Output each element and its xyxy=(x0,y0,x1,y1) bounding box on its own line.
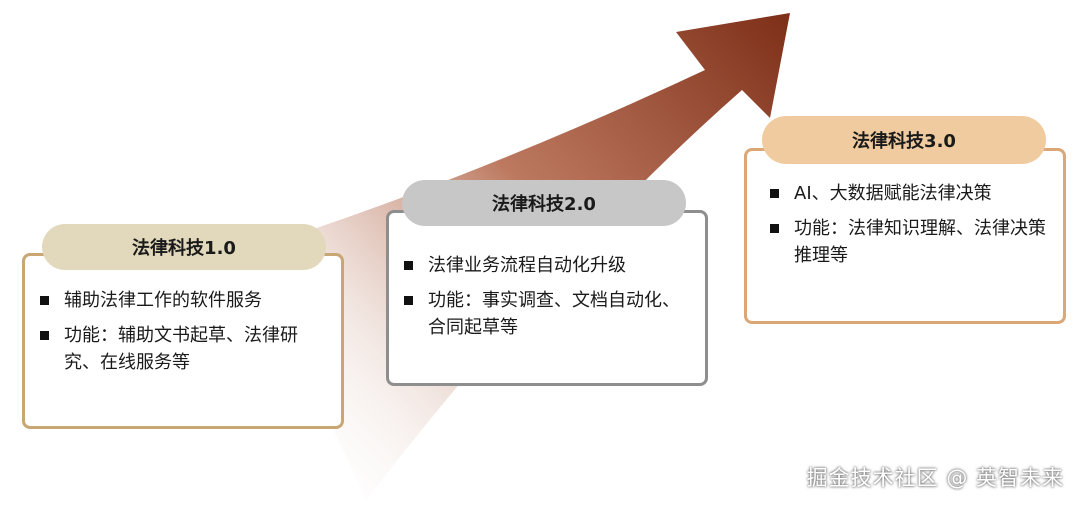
list-item-text: AI、大数据赋能法律决策 xyxy=(794,183,992,204)
list-item: 辅助法律工作的软件服务 xyxy=(40,287,330,314)
stage-2-title: 法律科技2.0 xyxy=(402,180,686,226)
list-item: AI、大数据赋能法律决策 xyxy=(770,180,1060,207)
bullet-icon xyxy=(770,224,779,233)
list-item-text: 功能：辅助文书起草、法律研究、在线服务等 xyxy=(64,325,298,373)
stage-1-title: 法律科技1.0 xyxy=(42,224,326,270)
stage-1-list: 辅助法律工作的软件服务 功能：辅助文书起草、法律研究、在线服务等 xyxy=(40,287,330,384)
list-item-text: 功能：法律知识理解、法律决策推理等 xyxy=(794,218,1046,266)
list-item: 法律业务流程自动化升级 xyxy=(404,252,694,279)
bullet-icon xyxy=(404,261,413,270)
bullet-icon xyxy=(770,189,779,198)
list-item: 功能：事实调查、文档自动化、合同起草等 xyxy=(404,287,694,341)
bullet-icon xyxy=(40,296,49,305)
watermark: 掘金技术社区 @ 英智未来 xyxy=(806,466,1064,490)
stage-1-box xyxy=(22,253,344,429)
stage-3-title: 法律科技3.0 xyxy=(762,116,1046,164)
stage-3-list: AI、大数据赋能法律决策 功能：法律知识理解、法律决策推理等 xyxy=(770,180,1060,277)
list-item-text: 辅助法律工作的软件服务 xyxy=(64,290,262,311)
list-item: 功能：辅助文书起草、法律研究、在线服务等 xyxy=(40,322,330,376)
list-item-text: 功能：事实调查、文档自动化、合同起草等 xyxy=(428,290,680,338)
bullet-icon xyxy=(404,296,413,305)
list-item-text: 法律业务流程自动化升级 xyxy=(428,255,626,276)
list-item: 功能：法律知识理解、法律决策推理等 xyxy=(770,215,1060,269)
stage-2-list: 法律业务流程自动化升级 功能：事实调查、文档自动化、合同起草等 xyxy=(404,252,694,349)
bullet-icon xyxy=(40,331,49,340)
